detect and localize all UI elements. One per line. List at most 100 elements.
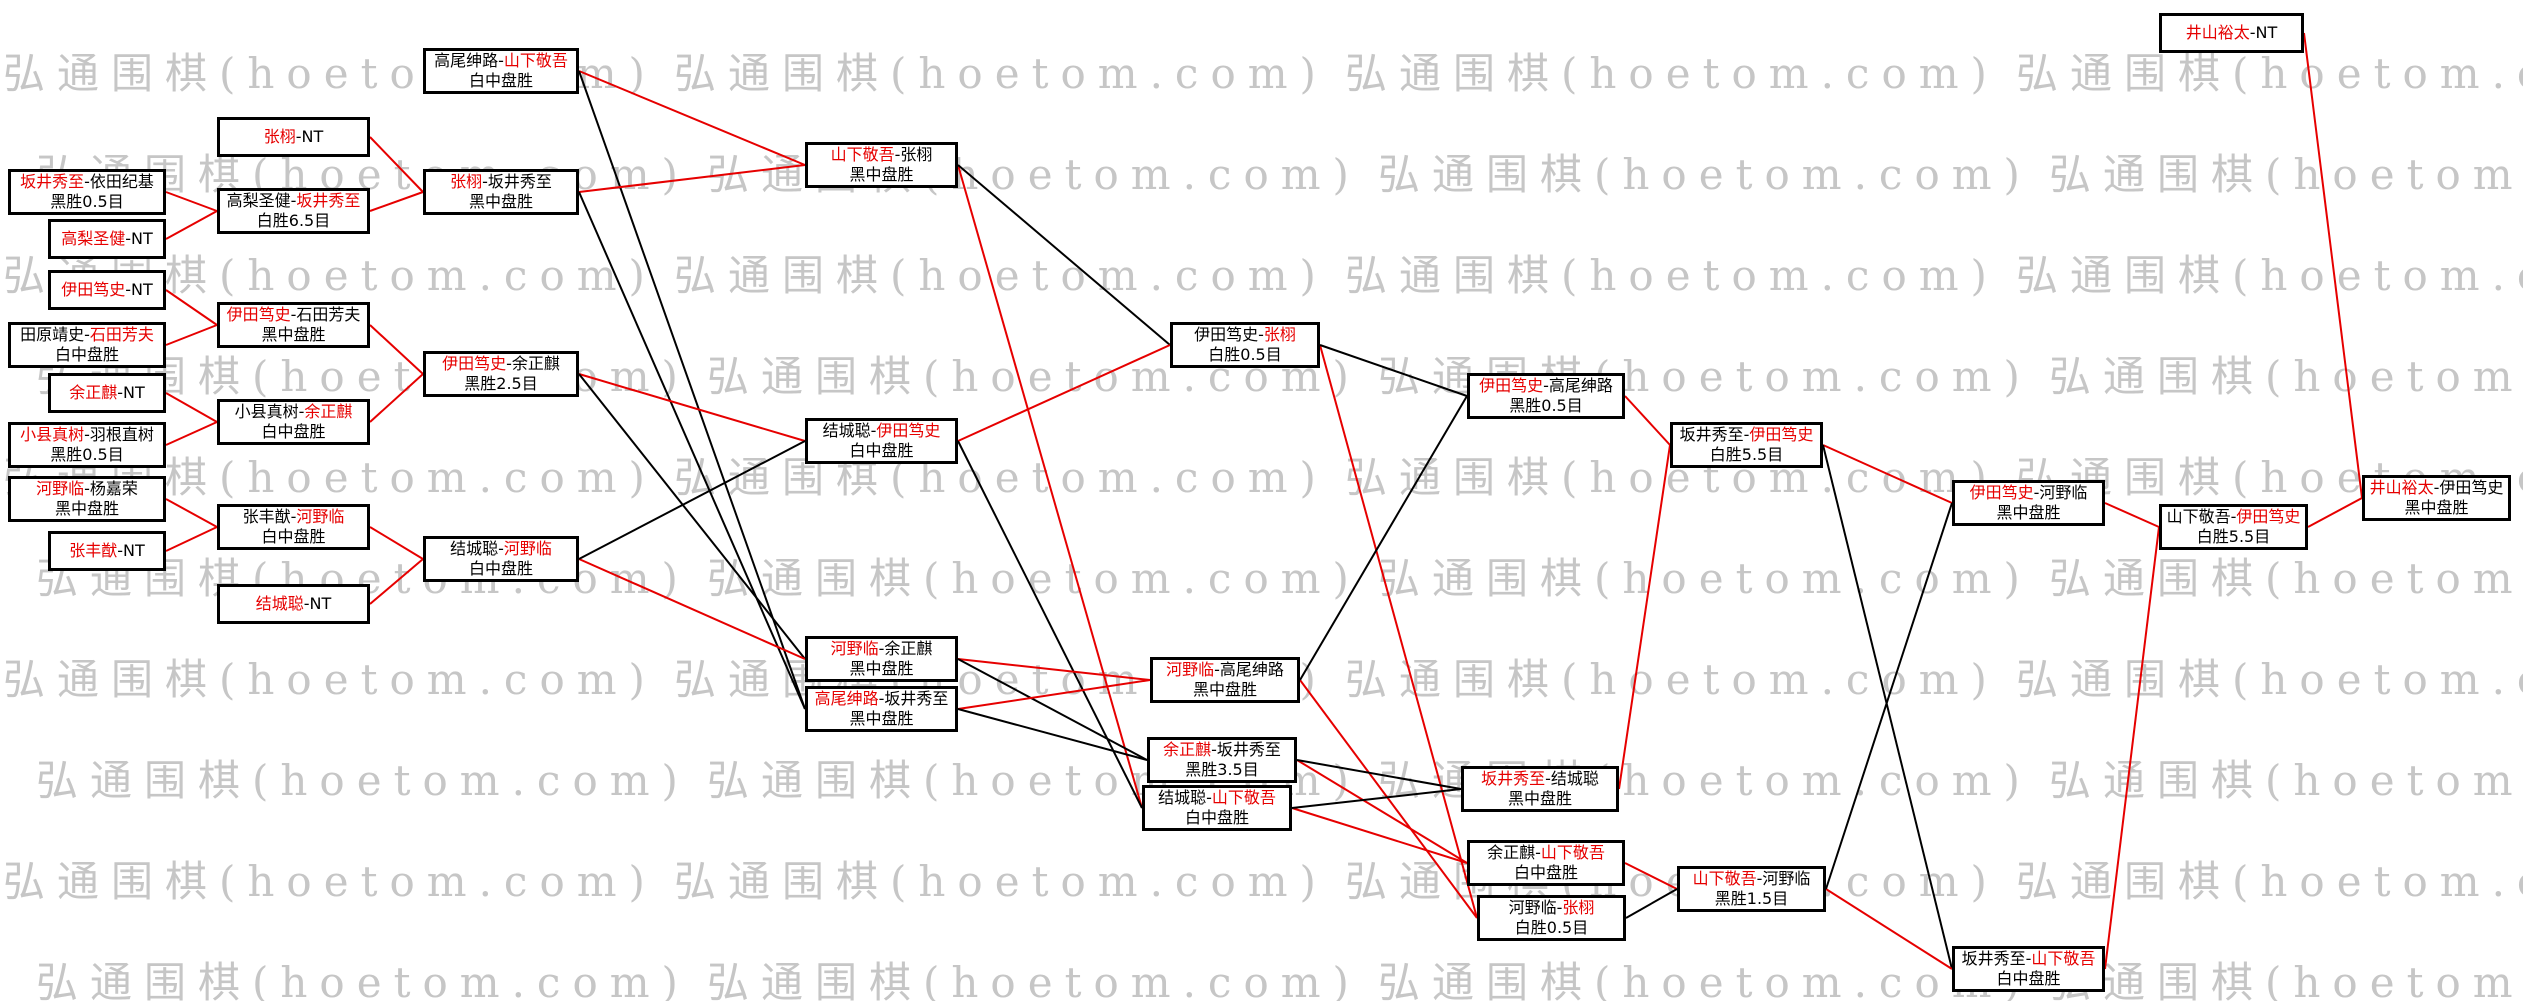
match-box-17[interactable]: 伊田笃史-余正麒黑胜2.5目: [423, 351, 579, 397]
match-result: 白中盘胜: [1996, 969, 2061, 988]
match-box-21[interactable]: 河野临-余正麒黑中盘胜: [805, 636, 958, 682]
watermark-text: 弘通围棋(hoetom.com): [36, 958, 690, 1001]
player-name: 河野临: [503, 539, 552, 558]
player-separator: -: [1214, 660, 1220, 679]
match-result: 白中盘胜: [1513, 863, 1578, 882]
connector-line: [2303, 32, 2363, 499]
player-name: 余正麒: [69, 383, 118, 402]
player-name: NT: [123, 383, 145, 402]
match-box-2[interactable]: 高梨圣健-NT: [48, 219, 166, 259]
match-box-19[interactable]: 山下敬吾-张栩黑中盘胜: [805, 142, 958, 188]
player-name: 伊田笃史: [1194, 325, 1259, 344]
player-separator: -: [498, 51, 504, 70]
connector-line: [578, 70, 806, 166]
match-players: 高尾绅路-山下敬吾: [434, 51, 568, 71]
watermark-text: 弘通围棋(hoetom.com): [1345, 251, 1999, 300]
match-box-36[interactable]: 井山裕太-NT: [2159, 13, 2304, 53]
match-players: 高尾绅路-坂井秀至: [815, 689, 949, 709]
match-box-4[interactable]: 田原靖史-石田芳夫白中盘胜: [8, 322, 166, 368]
watermark-text: 弘通围棋(hoetom.com): [2049, 958, 2523, 1001]
player-name: 伊田笃史: [61, 280, 126, 299]
connector-line: [957, 679, 1151, 710]
connector-line: [1296, 759, 1462, 790]
match-players: 伊田笃史-NT: [61, 280, 153, 300]
connector-line: [578, 70, 806, 710]
player-name: 伊田笃史: [1969, 483, 2034, 502]
connector-line: [1319, 344, 1468, 397]
match-box-18[interactable]: 结城聪-河野临白中盘胜: [423, 536, 579, 582]
match-box-33[interactable]: 伊田笃史-河野临黑中盘胜: [1952, 480, 2105, 526]
player-separator: -: [125, 280, 132, 299]
match-box-9[interactable]: 张栩-NT: [217, 117, 370, 157]
connector-line: [1825, 888, 1953, 970]
player-name: 山下敬吾: [2031, 949, 2096, 968]
match-box-6[interactable]: 小县真树-羽根直树黑胜0.5目: [8, 422, 166, 468]
player-name: 结城聪: [1550, 769, 1599, 788]
match-box-28[interactable]: 坂井秀至-结城聪黑中盘胜: [1461, 766, 1619, 812]
player-name: 坂井秀至: [296, 191, 361, 210]
match-box-30[interactable]: 河野临-张栩白胜0.5目: [1477, 895, 1626, 941]
match-box-8[interactable]: 张丰猷-NT: [48, 531, 166, 571]
player-name: 羽根直树: [89, 425, 154, 444]
match-box-20[interactable]: 结城聪-伊田笃史白中盘胜: [805, 418, 958, 464]
match-box-29[interactable]: 余正麒-山下敬吾白中盘胜: [1467, 840, 1625, 886]
match-box-34[interactable]: 坂井秀至-山下敬吾白中盘胜: [1952, 946, 2105, 992]
connector-line: [369, 373, 424, 423]
player-name: 高梨圣健: [226, 191, 291, 210]
match-box-23[interactable]: 伊田笃史-张栩白胜0.5目: [1170, 322, 1320, 368]
watermark-text: 弘通围棋(hoetom.com): [2016, 49, 2523, 98]
connector-line: [2307, 497, 2363, 528]
match-box-31[interactable]: 坂井秀至-伊田笃史白胜5.5目: [1670, 422, 1823, 468]
connector-line: [957, 658, 1148, 761]
match-result: 黑胜0.5目: [1509, 396, 1583, 415]
match-box-25[interactable]: 余正麒-坂井秀至黑胜3.5目: [1147, 737, 1297, 783]
connector-line: [957, 344, 1171, 442]
connector-line: [1625, 888, 1678, 919]
match-box-16[interactable]: 张栩-坂井秀至黑中盘胜: [423, 169, 579, 215]
player-separator: -: [894, 145, 901, 164]
match-players: 伊田笃史-石田芳夫: [227, 305, 361, 325]
match-box-1[interactable]: 坂井秀至-依田纪基黑胜0.5目: [8, 169, 166, 215]
match-box-35[interactable]: 山下敬吾-伊田笃史白胜5.5目: [2159, 504, 2308, 550]
match-players: 余正麒-NT: [69, 383, 145, 403]
match-result: 黑中盘胜: [1507, 789, 1572, 808]
watermark-text: 弘通围棋(hoetom.com): [2016, 655, 2523, 704]
match-result: 白中盘胜: [1184, 808, 1249, 827]
match-box-14[interactable]: 结城聪-NT: [217, 584, 370, 624]
match-box-11[interactable]: 伊田笃史-石田芳夫黑中盘胜: [217, 302, 370, 348]
match-box-24[interactable]: 河野临-高尾绅路黑中盘胜: [1150, 657, 1300, 703]
watermark-text: 弘通围棋(hoetom.com): [1345, 49, 1999, 98]
match-result: 黑胜3.5目: [1185, 760, 1259, 779]
player-name: 坂井秀至: [1481, 769, 1546, 788]
player-separator: -: [290, 191, 297, 210]
match-box-3[interactable]: 伊田笃史-NT: [48, 270, 166, 310]
match-box-27[interactable]: 伊田笃史-高尾绅路黑胜0.5目: [1467, 373, 1625, 419]
match-players: 坂井秀至-结城聪: [1481, 769, 1599, 789]
watermark-text: 弘通围棋(hoetom.com): [674, 49, 1328, 98]
match-box-13[interactable]: 张丰猷-河野临白中盘胜: [217, 504, 370, 550]
player-name: 伊田笃史: [226, 305, 291, 324]
watermark-text: 弘通围棋(hoetom.com): [707, 958, 1361, 1001]
connector-line: [578, 191, 806, 710]
player-separator: -: [117, 383, 124, 402]
match-box-12[interactable]: 小县真树-余正麒白中盘胜: [217, 399, 370, 445]
player-name: 杨嘉荣: [89, 479, 138, 498]
match-box-10[interactable]: 高梨圣健-坂井秀至白胜6.5目: [217, 188, 370, 234]
match-result: 白胜5.5目: [2196, 527, 2271, 546]
connector-line: [369, 526, 424, 560]
player-separator: -: [1543, 376, 1549, 395]
match-box-22[interactable]: 高尾绅路-坂井秀至黑中盘胜: [805, 686, 958, 732]
match-box-15[interactable]: 高尾绅路-山下敬吾白中盘胜: [423, 48, 579, 94]
match-box-26[interactable]: 结城聪-山下敬吾白中盘胜: [1142, 785, 1292, 831]
player-separator: -: [1258, 325, 1264, 344]
player-separator: -: [2433, 478, 2440, 497]
match-box-7[interactable]: 河野临-杨嘉荣黑中盘胜: [8, 476, 166, 522]
watermark-text: 弘通围棋(hoetom.com): [2016, 251, 2523, 300]
match-box-37[interactable]: 井山裕太-伊田笃史黑中盘胜: [2362, 475, 2511, 521]
match-box-5[interactable]: 余正麒-NT: [48, 373, 166, 413]
player-name: 张栩: [263, 127, 296, 146]
match-box-32[interactable]: 山下敬吾-河野临黑胜1.5目: [1677, 866, 1826, 912]
match-players: 张丰猷-河野临: [243, 507, 345, 527]
player-name: 伊田笃史: [2236, 507, 2301, 526]
